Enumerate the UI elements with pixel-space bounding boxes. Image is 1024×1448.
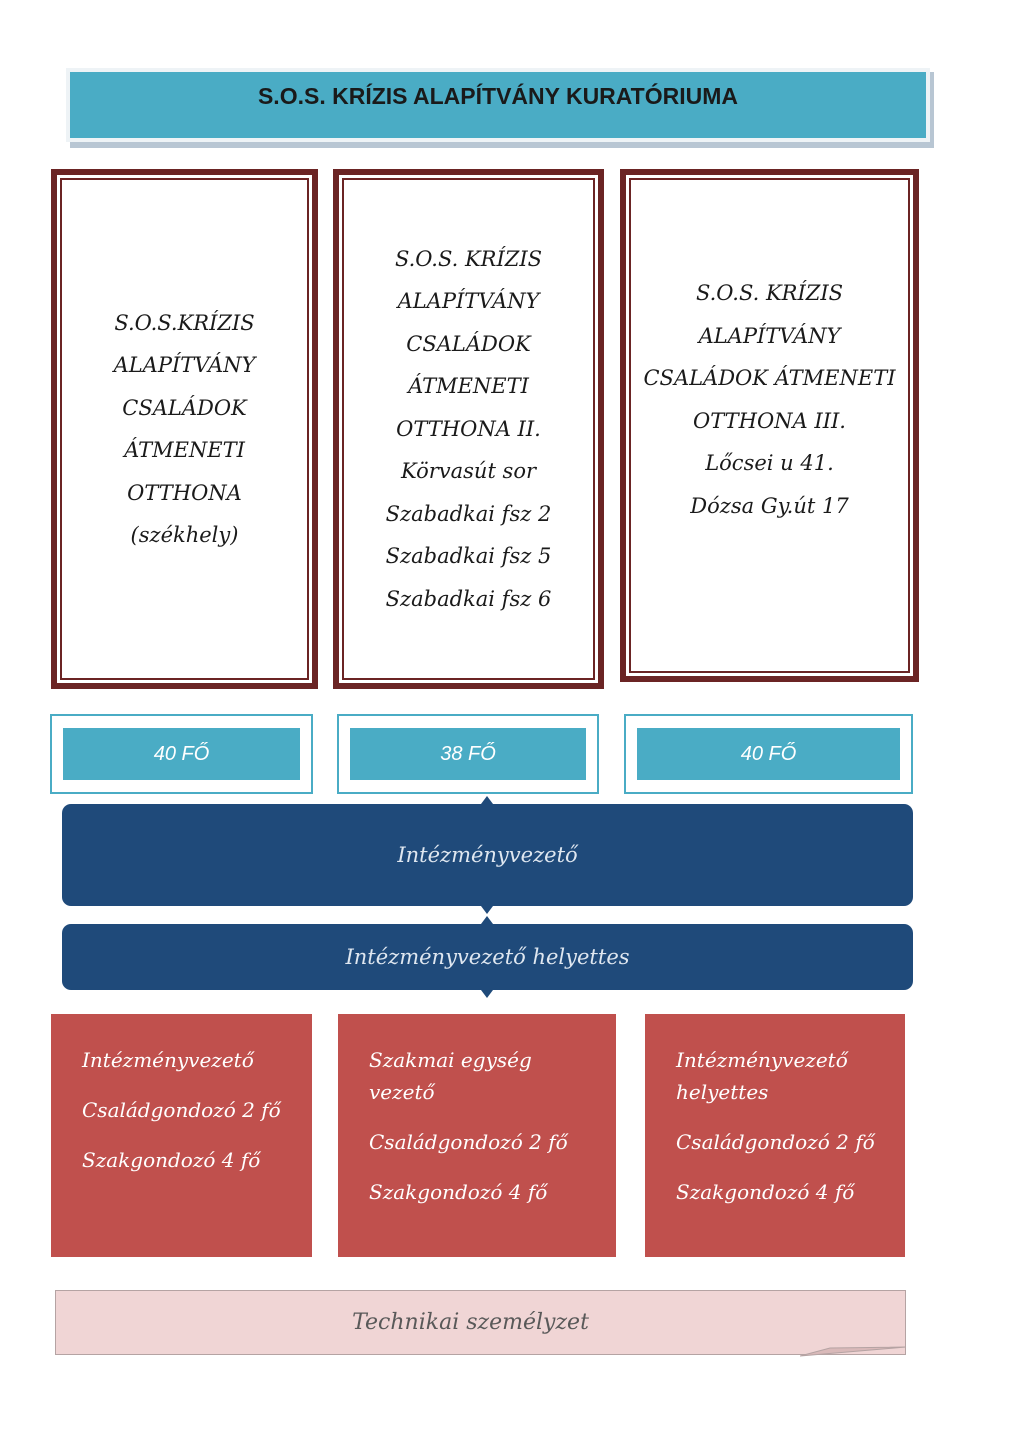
home-3-line: Lőcsei u 41. (705, 451, 834, 475)
capacity-fill-2: 38 FŐ (350, 728, 586, 780)
home-2-line: Szabadkai fsz 6 (385, 586, 552, 611)
home-2-line: ALAPÍTVÁNY (397, 289, 540, 314)
title-banner: S.O.S. KRÍZIS ALAPÍTVÁNY KURATÓRIUMA (66, 68, 930, 142)
connector-notch (481, 916, 493, 924)
staff-box-1: Intézményvezető Családgondozó 2 fő Szakg… (51, 1014, 312, 1257)
staff-3-line: Intézményvezető helyettes (676, 1048, 848, 1104)
home-3-line: S.O.S. KRÍZIS (695, 281, 844, 305)
home-box-3-inner: S.O.S. KRÍZIS ALAPÍTVÁNY CSALÁDOK ÁTMENE… (629, 178, 910, 673)
capacity-fill-1: 40 FŐ (63, 728, 300, 780)
leader-bar: Intézményvezető (62, 804, 913, 906)
home-1-line: ÁTMENETI (124, 438, 245, 462)
home-2-line: Körvasút sor (400, 459, 537, 484)
org-title: S.O.S. KRÍZIS ALAPÍTVÁNY KURATÓRIUMA (257, 82, 739, 109)
home-2-line: OTTHONA II. (396, 416, 541, 441)
home-2-line: CSALÁDOK (406, 331, 531, 356)
technical-staff-label: Technikai személyzet (352, 1310, 589, 1335)
capacity-fill-3: 40 FŐ (637, 728, 900, 780)
home-3-line: OTTHONA III. (693, 408, 846, 433)
connector-notch (481, 906, 493, 914)
capacity-box-2: 38 FŐ (337, 714, 599, 794)
home-1-line: S.O.S.KRÍZIS (114, 310, 255, 335)
home-1-line: OTTHONA (127, 480, 242, 505)
home-2-line: S.O.S. KRÍZIS (394, 246, 543, 271)
home-2-line: Szabadkai fsz 2 (385, 501, 552, 526)
staff-3-line: Családgondozó 2 fő (676, 1130, 875, 1154)
home-box-1-inner: S.O.S.KRÍZIS ALAPÍTVÁNY CSALÁDOK ÁTMENET… (60, 178, 309, 680)
capacity-label-1: 40 FŐ (153, 742, 210, 765)
home-box-2-inner: S.O.S. KRÍZIS ALAPÍTVÁNY CSALÁDOK ÁTMENE… (342, 178, 595, 680)
staff-box-2: Szakmai egység vezető Családgondozó 2 fő… (338, 1014, 616, 1257)
connector-notch (481, 990, 493, 998)
capacity-label-2: 38 FŐ (440, 742, 496, 765)
home-box-3: S.O.S. KRÍZIS ALAPÍTVÁNY CSALÁDOK ÁTMENE… (620, 169, 919, 682)
staff-1-line: Családgondozó 2 fő (82, 1098, 281, 1122)
home-3-line: ALAPÍTVÁNY (698, 323, 841, 348)
home-2-line: ÁTMENETI (408, 374, 529, 399)
connector-notch (481, 796, 493, 804)
technical-staff-box: Technikai személyzet (55, 1290, 906, 1355)
deputy-bar: Intézményvezető helyettes (62, 924, 913, 990)
capacity-box-1: 40 FŐ (50, 714, 313, 794)
home-1-line: ALAPÍTVÁNY (113, 353, 256, 377)
home-3-line: Dózsa Gy.út 17 (690, 493, 849, 518)
staff-1-line: Szakgondozó 4 fő (82, 1148, 261, 1172)
deputy-label: Intézményvezető helyettes (345, 945, 630, 969)
staff-box-3: Intézményvezető helyettes Családgondozó … (645, 1014, 905, 1257)
capacity-label-3: 40 FŐ (740, 742, 797, 765)
page-curl-shape (800, 1346, 907, 1357)
staff-2-line: Szakgondozó 4 fő (369, 1180, 548, 1204)
staff-1-line: Intézményvezető (82, 1048, 254, 1072)
home-box-1: S.O.S.KRÍZIS ALAPÍTVÁNY CSALÁDOK ÁTMENET… (51, 169, 318, 689)
staff-2-line: Szakmai egység vezető (369, 1048, 532, 1104)
staff-2-line: Családgondozó 2 fő (369, 1130, 568, 1154)
leader-label: Intézményvezető (397, 843, 578, 867)
home-3-line: CSALÁDOK ÁTMENETI (643, 366, 896, 390)
home-2-line: Szabadkai fsz 5 (385, 544, 552, 569)
home-1-line: CSALÁDOK (122, 395, 247, 420)
capacity-box-3: 40 FŐ (624, 714, 913, 794)
home-1-line: (székhely) (130, 523, 239, 547)
home-box-2: S.O.S. KRÍZIS ALAPÍTVÁNY CSALÁDOK ÁTMENE… (333, 169, 604, 689)
staff-3-line: Szakgondozó 4 fő (676, 1180, 855, 1204)
